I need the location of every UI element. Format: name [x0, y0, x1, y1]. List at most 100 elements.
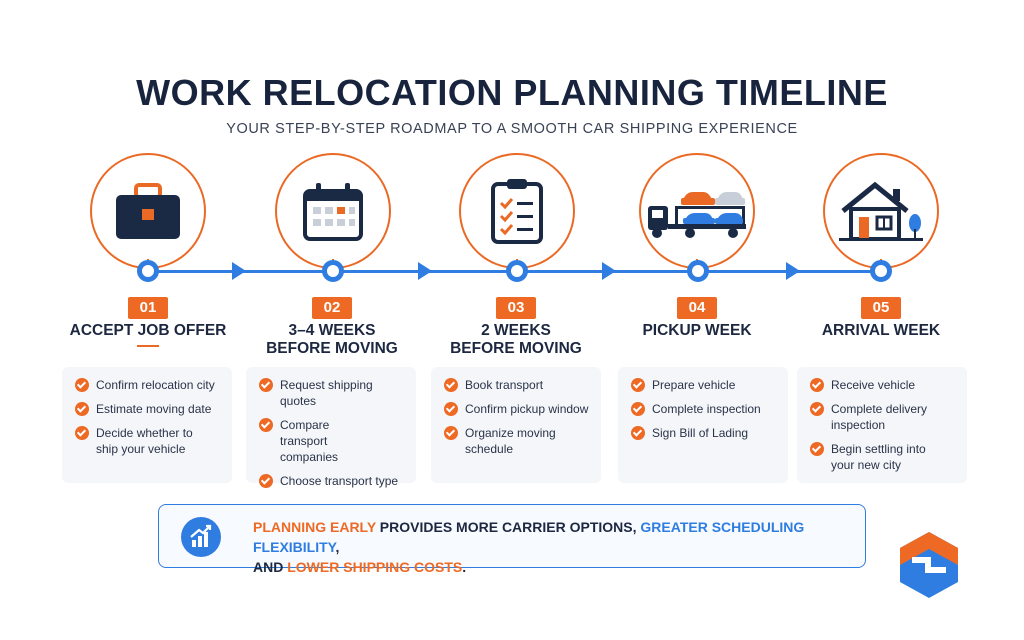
step-4-title: PICKUP WEEK	[607, 322, 787, 340]
step-5-title: ARRIVAL WEEK	[791, 322, 971, 340]
list-item: Sign Bill of Lading	[631, 425, 778, 441]
check-icon	[259, 378, 273, 392]
step-2-badge: 02	[312, 297, 352, 319]
item-text: Confirm pickup window	[465, 402, 589, 416]
item-text: Estimate moving date	[96, 402, 212, 416]
step-4-node	[687, 260, 709, 282]
step-1-title-line1: ACCEPT JOB OFFER	[69, 322, 227, 339]
step-5-badge: 05	[861, 297, 901, 319]
list-item: Compare transport companies	[259, 417, 406, 465]
growth-chart-glyph	[190, 524, 212, 547]
step-2-card: Request shipping quotes Compare transpor…	[246, 367, 416, 488]
check-icon	[810, 402, 824, 416]
step-3-title-line2: BEFORE MOVING	[450, 340, 582, 357]
check-icon	[75, 426, 89, 440]
tip-text: .	[462, 559, 467, 575]
list-item: Prepare vehicle	[631, 377, 778, 393]
step-5-title-line1: ARRIVAL WEEK	[821, 322, 941, 339]
check-icon	[259, 418, 273, 432]
tip-banner-text: PLANNING EARLY PROVIDES MORE CARRIER OPT…	[253, 517, 853, 577]
briefcase-icon	[116, 183, 180, 239]
step-3-card: Book transport Confirm pickup window Org…	[431, 367, 601, 483]
list-item: Organize moving schedule	[444, 425, 591, 457]
list-item: Confirm pickup window	[444, 401, 591, 417]
item-text: Choose transport type	[280, 474, 399, 488]
list-item: Confirm relocation city	[75, 377, 222, 393]
step-4-card: Prepare vehicle Complete inspection Sign…	[618, 367, 788, 483]
step-5-node	[870, 260, 892, 282]
house-icon	[839, 181, 923, 241]
check-icon	[631, 378, 645, 392]
check-icon	[810, 378, 824, 392]
item-text: Prepare vehicle	[652, 378, 736, 392]
tip-text: PROVIDES MORE CARRIER OPTIONS,	[375, 519, 641, 535]
step-2-title-line2: BEFORE MOVING	[266, 340, 398, 357]
step-1-card: Confirm relocation city Estimate moving …	[62, 367, 232, 483]
check-icon	[444, 402, 458, 416]
title-underline	[137, 345, 159, 347]
list-item: Begin settling into your new city	[810, 441, 957, 473]
car-carrier-truck-icon	[648, 192, 746, 238]
list-item: Complete inspection	[631, 401, 778, 417]
list-item: Book transport	[444, 377, 591, 393]
list-item: Estimate moving date	[75, 401, 222, 417]
tip-text: ,	[335, 539, 340, 555]
list-item: Complete delivery inspection	[810, 401, 957, 433]
list-item: Request shipping quotes	[259, 377, 406, 409]
step-1-title: ACCEPT JOB OFFER	[58, 322, 238, 340]
item-text: Book transport	[465, 378, 544, 392]
check-icon	[75, 402, 89, 416]
step-2-icon-circle	[275, 153, 391, 269]
item-text: Complete inspection	[652, 402, 761, 416]
calendar-icon	[303, 183, 363, 241]
item-text: Request shipping quotes	[280, 378, 373, 408]
step-1-node	[137, 260, 159, 282]
item-text: Receive vehicle	[831, 378, 916, 392]
check-icon	[631, 402, 645, 416]
tip-text: AND	[253, 559, 288, 575]
check-icon	[444, 378, 458, 392]
highlight-lower-costs: LOWER SHIPPING COSTS	[287, 559, 463, 575]
check-icon	[810, 442, 824, 456]
item-text: Compare transport companies	[280, 418, 339, 464]
timeline-arrow	[418, 262, 432, 280]
tip-banner: PLANNING EARLY PROVIDES MORE CARRIER OPT…	[158, 504, 866, 575]
growth-chart-icon	[181, 517, 221, 557]
check-icon	[75, 378, 89, 392]
highlight-planning-early: PLANNING EARLY	[253, 519, 376, 535]
step-2-title: 3–4 WEEKS BEFORE MOVING	[242, 322, 422, 358]
step-4-title-line1: PICKUP WEEK	[642, 322, 752, 339]
step-3-title-line1: 2 WEEKS	[481, 322, 551, 339]
step-4-icon-circle	[639, 153, 755, 269]
timeline-arrow	[602, 262, 616, 280]
item-text: Sign Bill of Lading	[652, 426, 749, 440]
page-title: WORK RELOCATION PLANNING TIMELINE	[136, 72, 888, 113]
item-text: Confirm relocation city	[96, 378, 215, 392]
clipboard-checklist-icon	[491, 179, 543, 244]
step-3-title: 2 WEEKS BEFORE MOVING	[426, 322, 606, 358]
highlight-scheduling-flexibility: GREATER SCHEDULING FLEXIBILITY	[253, 519, 805, 555]
step-3-icon-circle	[459, 153, 575, 269]
check-icon	[259, 474, 273, 488]
timeline-arrow	[786, 262, 800, 280]
step-5-icon-circle	[823, 153, 939, 269]
list-item: Choose transport type	[259, 473, 406, 489]
step-2-node	[322, 260, 344, 282]
tip-line1: PLANNING EARLY PROVIDES MORE CARRIER OPT…	[253, 517, 853, 557]
check-icon	[444, 426, 458, 440]
step-1-icon-circle	[90, 153, 206, 269]
step-1-badge: 01	[128, 297, 168, 319]
item-text: Organize moving schedule	[465, 426, 556, 456]
step-5-card: Receive vehicle Complete delivery inspec…	[797, 367, 967, 483]
page-subtitle: YOUR STEP-BY-STEP ROADMAP TO A SMOOTH CA…	[226, 121, 798, 137]
step-3-node	[506, 260, 528, 282]
step-2-title-line1: 3–4 WEEKS	[288, 322, 376, 339]
brand-logo-icon	[900, 532, 958, 598]
tip-line2: AND LOWER SHIPPING COSTS.	[253, 557, 853, 577]
item-text: Begin settling into your new city	[831, 442, 926, 472]
list-item: Decide whether to ship your vehicle	[75, 425, 222, 457]
timeline-arrow	[232, 262, 246, 280]
item-text: Decide whether to ship your vehicle	[96, 426, 193, 456]
step-4-badge: 04	[677, 297, 717, 319]
check-icon	[631, 426, 645, 440]
